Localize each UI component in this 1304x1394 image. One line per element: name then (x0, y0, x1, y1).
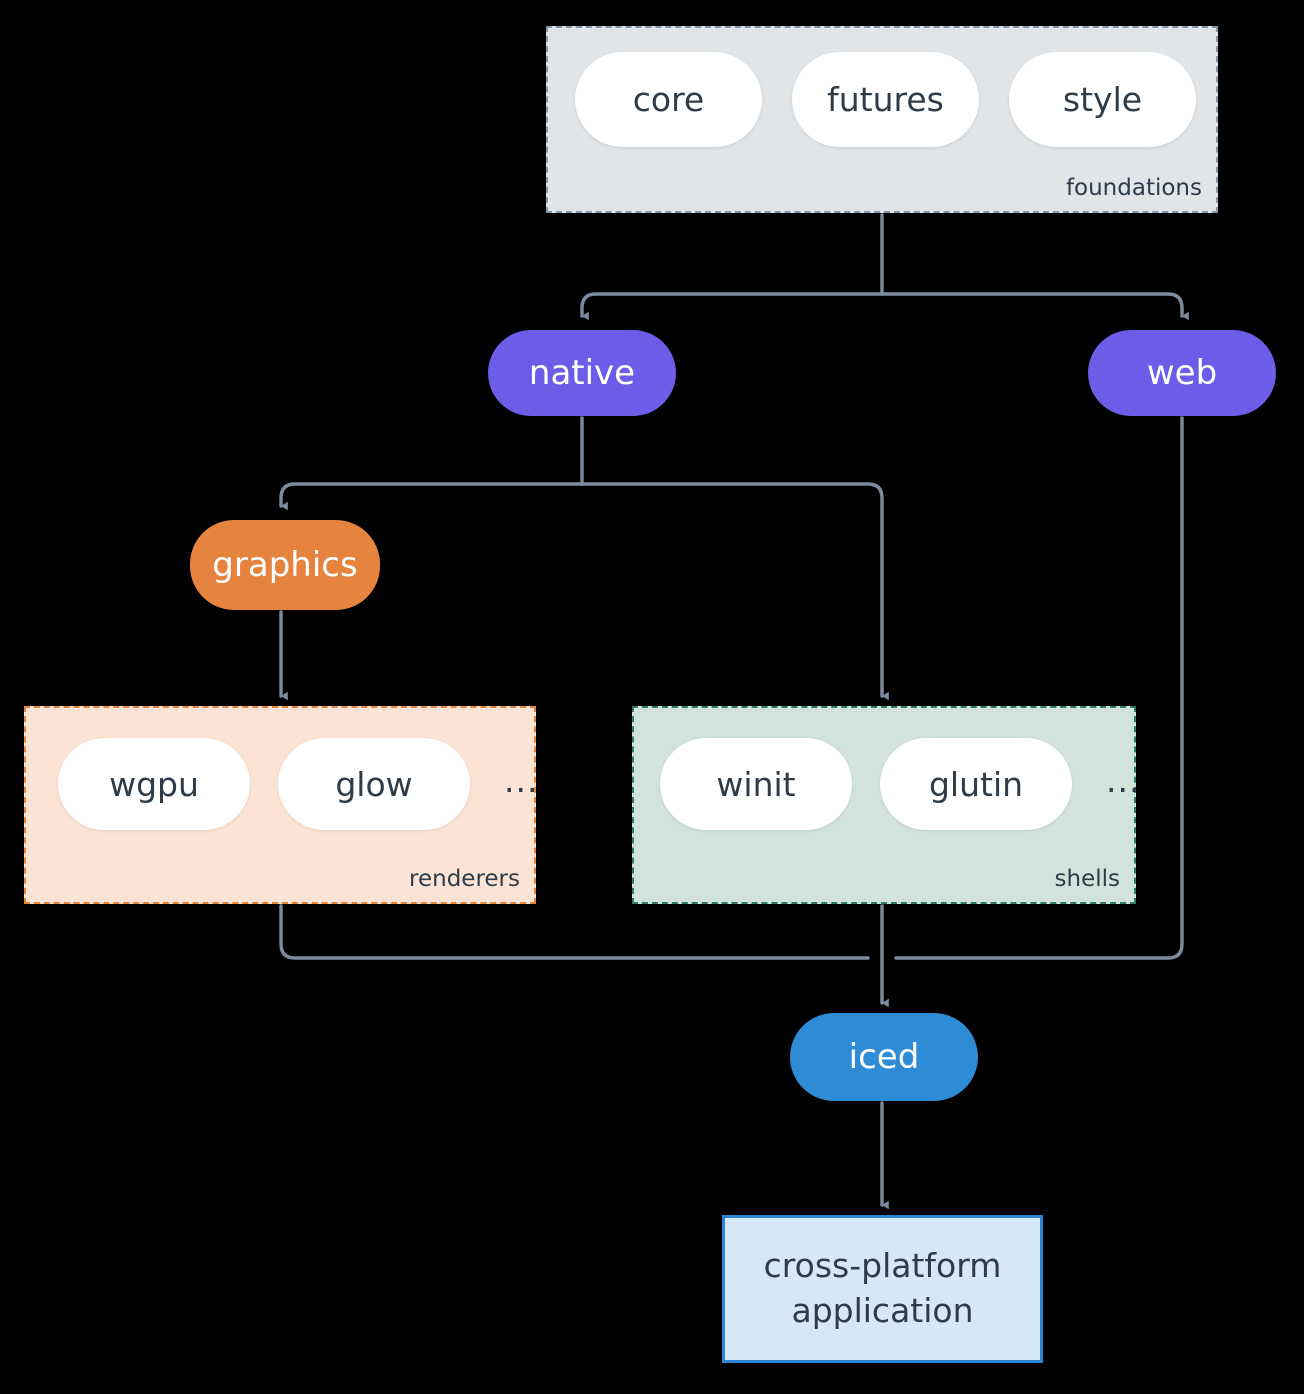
chip-core[interactable]: core (575, 52, 762, 147)
application-line-1: cross-platform (763, 1246, 1002, 1286)
edge-native-to-graphics (279, 482, 584, 511)
node-iced[interactable]: iced (790, 1013, 978, 1101)
chip-winit[interactable]: winit (660, 738, 852, 830)
chip-wgpu[interactable]: wgpu (58, 738, 250, 830)
edge-renderers-to-merge (279, 904, 870, 960)
group-renderers-label: renderers (409, 866, 520, 892)
chip-glow[interactable]: glow (278, 738, 470, 830)
chip-futures[interactable]: futures (792, 52, 979, 147)
group-foundations-label: foundations (1065, 175, 1202, 201)
group-renderers: wgpu glow ... renderers (24, 706, 538, 904)
chip-style[interactable]: style (1009, 52, 1196, 147)
group-renderers-items: wgpu glow ... (58, 738, 538, 830)
node-web[interactable]: web (1088, 330, 1276, 416)
chip-glutin[interactable]: glutin (880, 738, 1072, 830)
edge-foundations-to-native (580, 292, 884, 321)
group-foundations: core futures style foundations (546, 26, 1218, 213)
edge-foundations-to-web (880, 292, 1189, 321)
renderers-ellipsis-icon: ... (504, 760, 539, 800)
group-shells-items: winit glutin ... (660, 738, 1140, 830)
node-native[interactable]: native (488, 330, 676, 416)
node-cross-platform-application[interactable]: cross-platform application (722, 1215, 1043, 1363)
group-shells-label: shells (1054, 866, 1120, 892)
node-graphics[interactable]: graphics (190, 520, 380, 610)
group-foundations-items: core futures style (575, 52, 1196, 147)
group-shells: winit glutin ... shells (632, 706, 1139, 904)
application-line-2: application (791, 1291, 974, 1330)
shells-ellipsis-icon: ... (1106, 760, 1141, 800)
edge-native-to-shells (580, 482, 889, 701)
